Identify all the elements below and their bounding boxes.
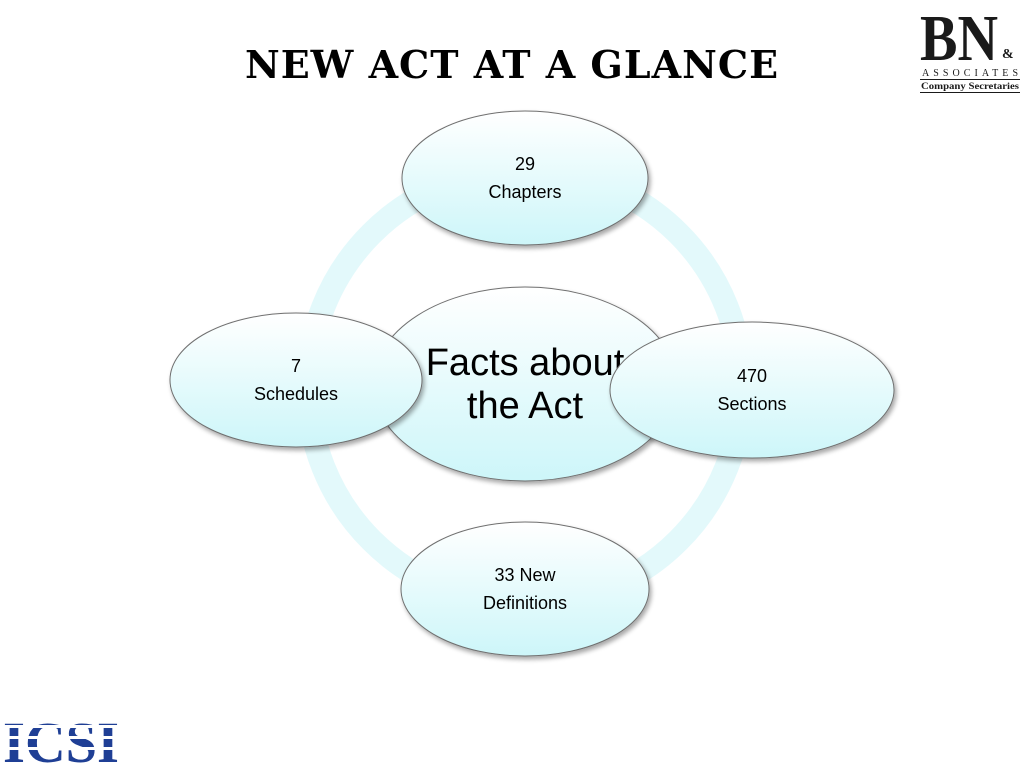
icsi-logo-stripe-1 xyxy=(0,725,122,728)
node-schedules: 7 Schedules xyxy=(169,312,423,448)
node-definitions-count: 33 New xyxy=(494,565,556,585)
bn-logo-rule xyxy=(920,79,1020,80)
node-sections-label: Sections xyxy=(717,394,786,414)
node-definitions: 33 New Definitions xyxy=(400,521,650,657)
icsi-logo-stripe-2 xyxy=(0,736,122,739)
node-schedules-shape xyxy=(169,312,423,448)
node-schedules-count: 7 xyxy=(291,356,301,376)
node-chapters-label: Chapters xyxy=(488,182,561,202)
bn-logo-rule-bottom xyxy=(920,92,1020,93)
center-node-line1: Facts about xyxy=(426,342,625,384)
node-chapters-count: 29 xyxy=(515,154,535,174)
icsi-logo-stripe-3 xyxy=(0,747,122,750)
node-sections-shape xyxy=(609,321,895,459)
bn-logo-associates: ASSOCIATES xyxy=(922,68,1018,79)
node-schedules-label: Schedules xyxy=(254,384,338,404)
node-definitions-shape xyxy=(400,521,650,657)
bn-logo-mark: BN xyxy=(920,2,998,75)
icsi-logo-mark: ICSI xyxy=(3,712,119,768)
node-definitions-label: Definitions xyxy=(483,593,567,613)
slide-title: NEW ACT AT A GLANCE xyxy=(244,42,780,87)
center-node-line2: the Act xyxy=(467,385,584,427)
icsi-logo: ICSI xyxy=(0,712,122,768)
node-sections: 470 Sections xyxy=(609,321,895,459)
bn-logo-ampersand: & xyxy=(1002,47,1014,62)
bn-logo-company-secretaries: Company Secretaries xyxy=(921,82,1019,92)
node-sections-count: 470 xyxy=(737,366,767,386)
node-chapters-shape xyxy=(401,110,649,246)
node-chapters: 29 Chapters xyxy=(401,110,649,246)
bn-associates-logo: BN & ASSOCIATES Company Secretaries xyxy=(920,2,1020,93)
